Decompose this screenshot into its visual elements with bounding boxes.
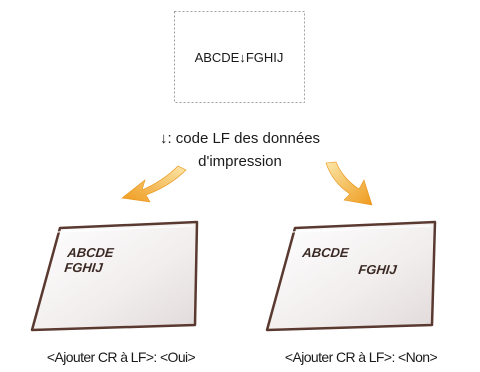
source-text-after: FGHIJ: [246, 50, 284, 65]
lf-marker-glyph: ↓: [239, 50, 246, 65]
left-paper: ABCDE FGHIJ: [30, 220, 199, 332]
source-data-box: ABCDE↓FGHIJ: [174, 11, 305, 103]
source-data-text: ABCDE↓FGHIJ: [195, 50, 284, 65]
left-arrow-icon: [121, 165, 187, 203]
legend-line-2: d'impression: [198, 153, 282, 170]
right-arrow-icon: [325, 161, 373, 206]
left-paper-line-2: FGHIJ: [64, 260, 105, 275]
left-paper-sheet: [30, 220, 199, 332]
left-paper-line-1: ABCDE: [66, 245, 115, 260]
right-paper: ABCDE FGHIJ: [265, 220, 437, 332]
dotted-box-border: [174, 11, 305, 103]
right-paper-line-1: ABCDE: [301, 245, 350, 260]
legend-line-1: ↓: code LF des données: [160, 130, 320, 147]
left-caption: <Ajouter CR à LF>: <Oui>: [47, 349, 196, 365]
right-paper-line-2: FGHIJ: [358, 262, 399, 277]
source-text-before: ABCDE: [195, 50, 240, 65]
lf-legend: ↓: code LF des données d'impression: [160, 130, 320, 170]
right-paper-sheet: [265, 220, 437, 332]
right-caption: <Ajouter CR à LF>: <Non>: [285, 349, 438, 365]
